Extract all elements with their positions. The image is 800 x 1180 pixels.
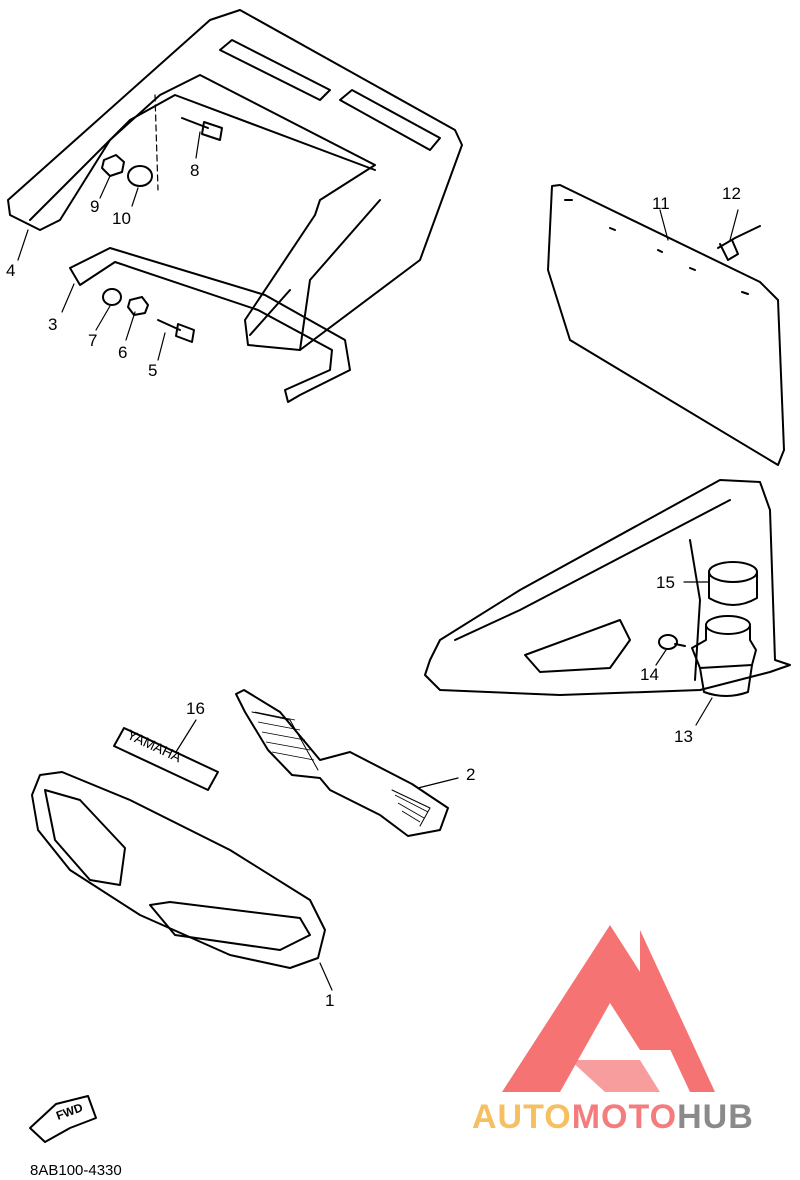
callout-15: 15: [656, 573, 675, 592]
brand-moto: MOTO: [571, 1098, 678, 1136]
callout-6: 6: [118, 343, 128, 362]
brand-auto: AUTO: [472, 1098, 572, 1136]
socket-13: [691, 615, 757, 697]
duct-mesh: [254, 711, 429, 823]
callout-9: 9: [90, 197, 100, 216]
callout-3: 3: [48, 315, 58, 334]
brand-triangle-logo: [502, 925, 715, 1092]
callout-2: 2: [466, 765, 476, 784]
callout-11: 11: [652, 194, 670, 213]
diagram-part-code: 8AB100-4330: [30, 1162, 122, 1179]
tube-bar: [69, 247, 351, 403]
nut-9: [101, 154, 125, 177]
washer-10: [127, 165, 153, 187]
callout-10: 10: [112, 209, 131, 228]
callout-14: 14: [640, 665, 659, 684]
fairing-side: [424, 479, 791, 696]
grommet-15: [708, 561, 758, 606]
fwd-arrow-icon: [29, 1095, 97, 1143]
yamaha-emblem: [113, 727, 219, 791]
callout-7: 7: [88, 331, 98, 350]
brand-watermark: AUTOMOTOHUB: [472, 1098, 754, 1137]
lower-cowl: [31, 771, 326, 969]
bolt-5: [157, 319, 195, 343]
brand-hub: HUB: [677, 1098, 754, 1136]
bolt-8: [181, 117, 223, 141]
callout-16: 16: [186, 699, 205, 718]
screw-12: [717, 225, 761, 261]
bulb-14: [658, 634, 686, 650]
callout-4: 4: [6, 261, 16, 280]
callout-1: 1: [325, 991, 335, 1010]
callout-8: 8: [190, 161, 200, 180]
callout-13: 13: [674, 727, 693, 746]
bracket-frame: [7, 9, 463, 351]
nut-6: [127, 296, 149, 316]
callout-5: 5: [148, 361, 158, 380]
leader-lines: [17, 94, 739, 991]
air-duct: [235, 689, 449, 837]
side-panel: [547, 184, 785, 466]
washer-7: [102, 288, 122, 306]
callout-12: 12: [722, 184, 741, 203]
emblem-text: YAMAHA: [125, 726, 185, 765]
